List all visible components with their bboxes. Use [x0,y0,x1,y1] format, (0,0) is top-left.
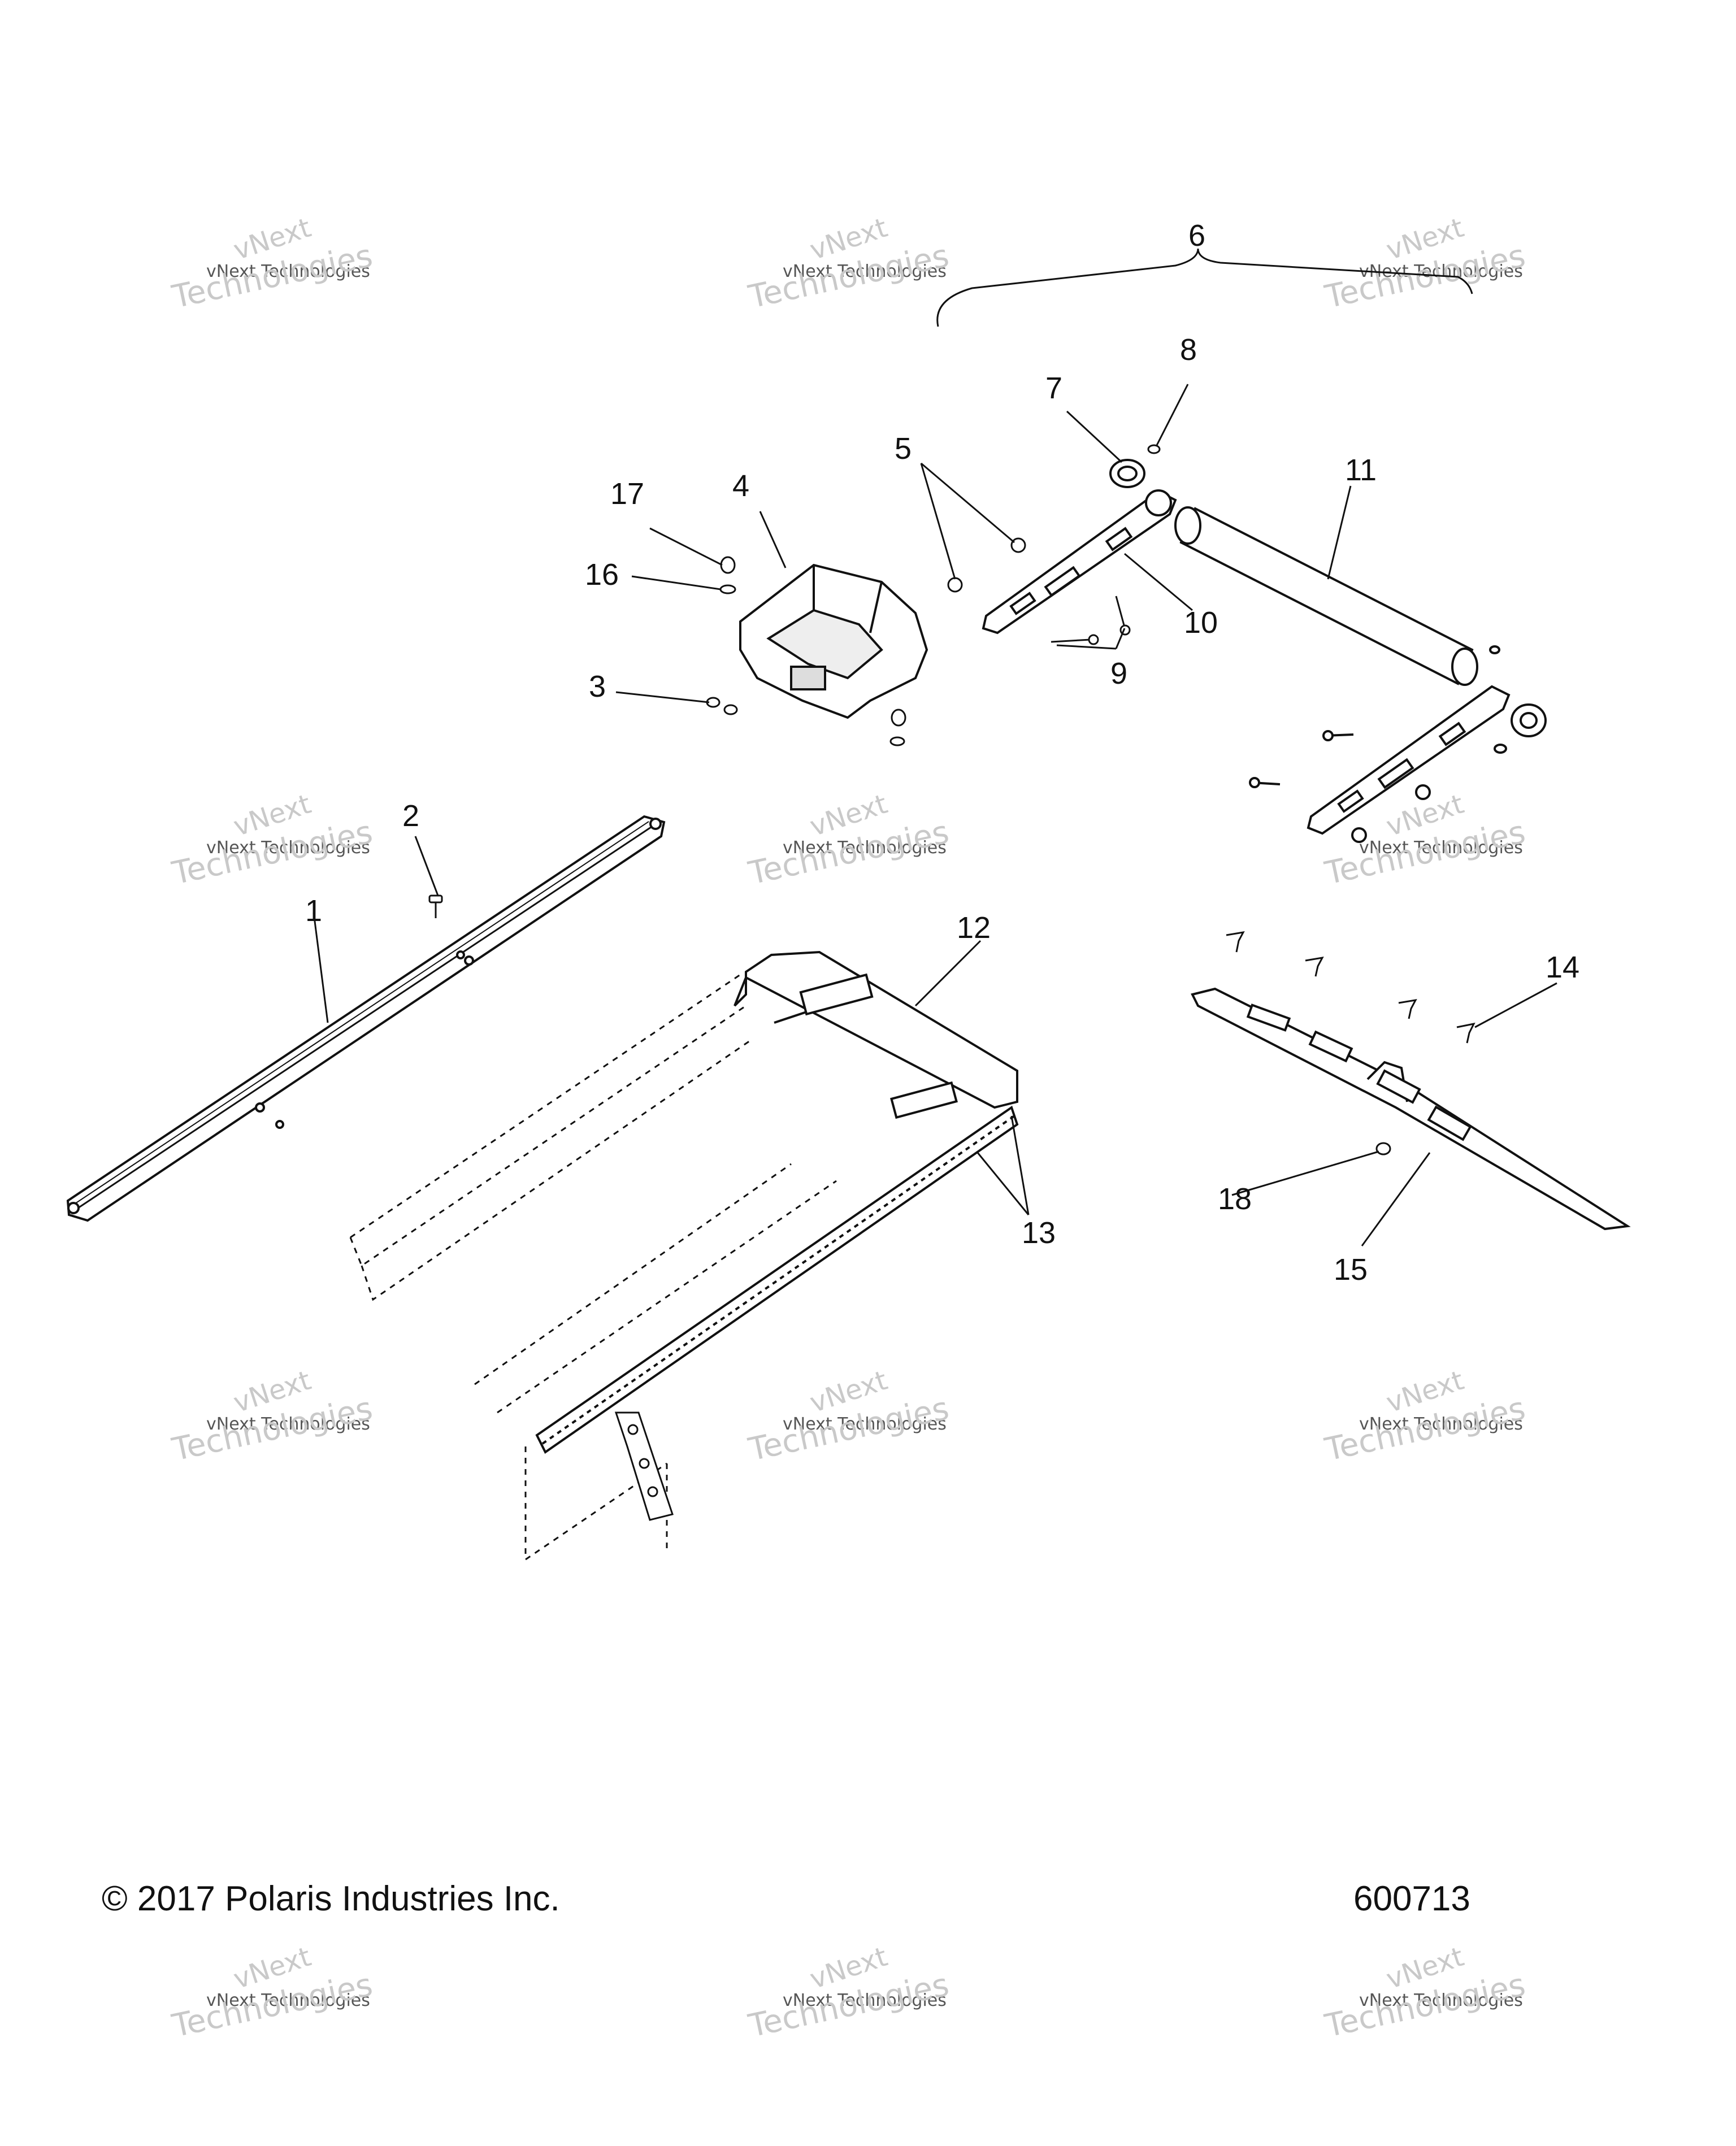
callout-7: 7 [1045,371,1062,405]
watermark: vNext vNext Technologies Technologies [745,788,952,892]
part-10-arm-upper [982,489,1177,635]
part-1-rail [66,815,666,1222]
part-2-screw [428,894,443,918]
watermark: vNext vNext Technologies Technologies [168,212,375,316]
callout-2: 2 [402,799,419,833]
copyright-text: © 2017 Polaris Industries Inc. [102,1879,560,1918]
svg-text:vNext Technologies: vNext Technologies [206,1991,370,2010]
bracket-lower [614,1411,674,1521]
callout-18: 18 [1218,1182,1252,1216]
svg-text:vNext Technologies: vNext Technologies [1359,838,1523,858]
watermark: vNext vNext Technologies Technologies [745,1365,952,1469]
callout-4: 4 [732,469,749,503]
part-16-washer [719,584,736,594]
svg-text:vNext Technologies: vNext Technologies [783,1991,947,2010]
watermark: vNext vNext Technologies Technologies [745,212,952,316]
watermark: vNext vNext Technologies Technologies [1321,1941,1528,2045]
callout-11: 11 [1345,453,1377,487]
callout-1: 1 [305,894,322,928]
watermark: vNext vNext Technologies Technologies [168,788,375,892]
part-17-nut [720,556,736,574]
part-8-screw [1147,444,1161,454]
svg-text:vNext Technologies: vNext Technologies [1359,262,1523,281]
watermark: vNext vNext Technologies Technologies [1321,1365,1528,1469]
callout-12: 12 [957,911,991,945]
watermarks: vNext vNext Technologies Technologies vN… [168,212,1528,2045]
hardware-fasteners [706,556,906,746]
svg-text:vNext Technologies: vNext Technologies [783,262,947,281]
svg-text:vNext Technologies: vNext Technologies [206,838,370,858]
callout-17: 17 [610,477,644,511]
part-13-rack [535,1105,1019,1454]
svg-text:vNext Technologies: vNext Technologies [783,1414,947,1434]
part-15-rail [1191,987,1631,1231]
callout-13: 13 [1022,1216,1056,1250]
callouts: 1 2 3 4 5 6 7 8 9 10 11 12 13 14 15 16 1… [305,219,1579,1287]
watermark-line2: vNext Technologies [206,262,370,281]
callout-16: 16 [585,558,619,592]
part-4-cover [739,563,928,719]
callout-3: 3 [589,670,606,703]
figure-number: 600713 [1353,1879,1470,1918]
callout-14: 14 [1546,950,1579,984]
leader-lines [313,248,1557,1246]
part-10-arm-lower [1249,645,1547,843]
callout-10: 10 [1184,606,1218,640]
part-7-bushing [1109,459,1145,488]
part-12-tray [734,950,1018,1119]
watermark: vNext vNext Technologies Technologies [168,1365,375,1469]
part-18-rivet [1375,1142,1391,1155]
callout-9: 9 [1110,657,1127,690]
part-11-tube [1174,506,1478,686]
svg-text:vNext Technologies: vNext Technologies [1359,1991,1523,2010]
svg-text:vNext Technologies: vNext Technologies [783,838,947,858]
part-9-bolts [1051,596,1131,645]
svg-text:vNext Technologies: vNext Technologies [1359,1414,1523,1434]
part-14-pushpins [1226,931,1475,1044]
cargo-box-outline [349,974,837,1561]
callout-15: 15 [1334,1253,1368,1287]
watermark: vNext vNext Technologies Technologies [168,1941,375,2045]
part-5-nuts [947,537,1026,593]
callout-5: 5 [895,432,912,466]
callout-8: 8 [1180,333,1197,367]
watermark: vNext vNext Technologies Technologies [745,1941,952,2045]
svg-text:vNext Technologies: vNext Technologies [206,1414,370,1434]
watermark: vNext vNext Technologies Technologies [1321,212,1528,316]
callout-6: 6 [1188,219,1205,253]
